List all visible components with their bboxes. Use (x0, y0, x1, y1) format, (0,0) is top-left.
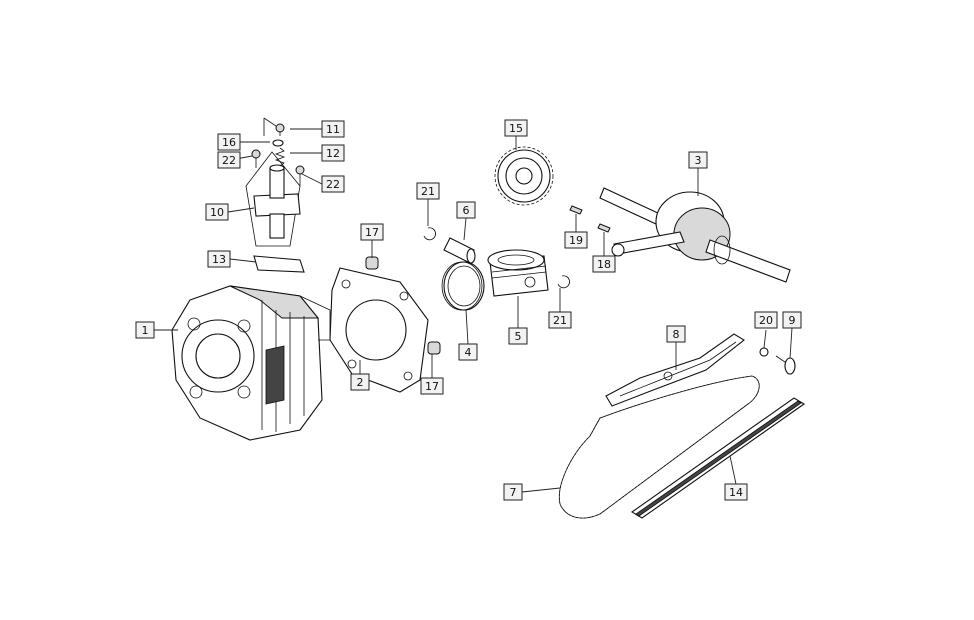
piston-part-5 (487, 249, 549, 297)
callout-12-label: 12 (326, 147, 340, 160)
callout-17-upper-label: 17 (365, 226, 379, 239)
cylinder-part-1 (171, 285, 331, 441)
callout-8: 8 (666, 325, 686, 343)
callout-15-label: 15 (509, 122, 523, 135)
callout-21-left-label: 21 (421, 185, 435, 198)
crankshaft-part-3 (599, 187, 791, 283)
callout-18-label: 18 (597, 258, 611, 271)
callout-4-label: 4 (465, 346, 472, 359)
dowel-pin-part-17-upper (365, 256, 379, 270)
tensioner-gasket-part-13 (253, 255, 305, 273)
callout-16: 16 (217, 133, 241, 151)
woodruff-key-part-18 (597, 223, 611, 233)
callout-9-label: 9 (789, 314, 796, 327)
callout-13: 13 (207, 250, 231, 268)
callout-17-upper: 17 (360, 223, 384, 241)
leader-lines (154, 117, 793, 493)
callout-21-left: 21 (416, 182, 440, 200)
callout-21-right: 21 (548, 311, 572, 329)
woodruff-key-part-19 (569, 205, 583, 215)
callout-7-label: 7 (510, 486, 517, 499)
callout-22-left: 22 (217, 151, 241, 169)
callout-17-lower: 17 (420, 377, 444, 395)
circlip-part-21-right (557, 275, 570, 289)
callout-8-label: 8 (673, 328, 680, 341)
callout-22-left-label: 22 (222, 154, 236, 167)
callout-2: 2 (350, 373, 370, 391)
tensioner-guide-part-14 (630, 397, 806, 519)
callout-15: 15 (504, 119, 528, 137)
callout-10-label: 10 (210, 206, 224, 219)
callout-2-label: 2 (357, 376, 364, 389)
callout-10: 10 (205, 203, 229, 221)
callout-14: 14 (724, 483, 748, 501)
callout-3: 3 (688, 151, 708, 169)
screw-part-11 (275, 123, 285, 136)
callout-20-label: 20 (759, 314, 773, 327)
callout-19-label: 19 (569, 234, 583, 247)
callout-5-label: 5 (515, 330, 522, 343)
callout-11-label: 11 (326, 123, 340, 136)
bolt-part-22-right (295, 165, 305, 186)
callout-11: 11 (321, 120, 345, 138)
callout-12: 12 (321, 144, 345, 162)
callout-1-label: 1 (142, 324, 149, 337)
bolt-part-22-left (251, 149, 261, 168)
callout-22-right: 22 (321, 175, 345, 193)
bolt-part-9 (775, 355, 796, 375)
chain-tensioner-part-10 (245, 151, 301, 247)
spring-part-12 (274, 147, 286, 167)
chain-guide-part-8 (605, 333, 745, 407)
piston-rings-part-4 (441, 261, 485, 311)
callout-5: 5 (508, 327, 528, 345)
callout-22-right-label: 22 (326, 178, 340, 191)
callout-1: 1 (135, 321, 155, 339)
callout-18: 18 (592, 255, 616, 273)
callout-6-label: 6 (463, 204, 470, 217)
callout-7: 7 (503, 483, 523, 501)
circlip-part-21-left (423, 227, 436, 241)
callout-19: 19 (564, 231, 588, 249)
callout-20: 20 (754, 311, 778, 329)
washer-part-16 (272, 139, 284, 147)
callout-16-label: 16 (222, 136, 236, 149)
sprocket-part-15 (494, 146, 554, 206)
callout-14-label: 14 (729, 486, 743, 499)
piston-pin-part-6 (443, 237, 476, 264)
washer-part-20 (759, 347, 769, 357)
callout-17-lower-label: 17 (425, 380, 439, 393)
callout-3-label: 3 (695, 154, 702, 167)
dowel-pin-part-17-lower (427, 341, 441, 355)
callout-9: 9 (782, 311, 802, 329)
callout-21-right-label: 21 (553, 314, 567, 327)
cylinder-gasket-part-2 (329, 267, 429, 393)
callout-6: 6 (456, 201, 476, 219)
timing-chain-part-7 (558, 375, 760, 519)
callout-13-label: 13 (212, 253, 226, 266)
callout-4: 4 (458, 343, 478, 361)
